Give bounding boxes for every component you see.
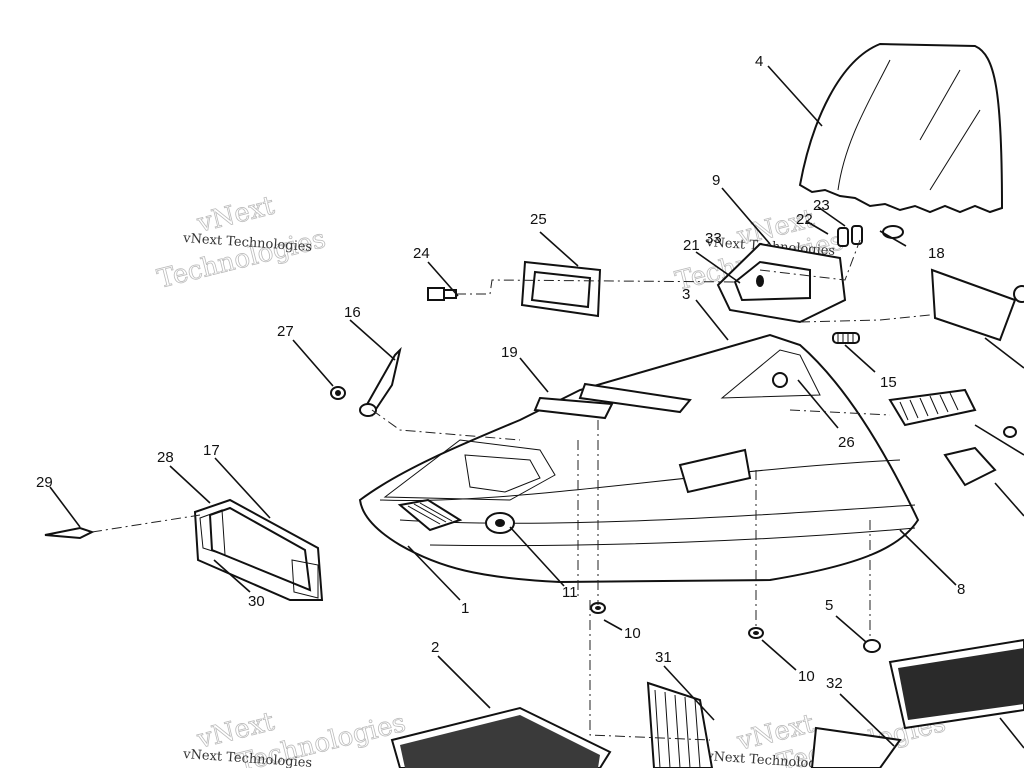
callout-18: 18 [928, 245, 945, 262]
gauge-bezel-part [520, 260, 602, 318]
callout-31: 31 [655, 649, 672, 666]
callout-labels: 1 2 3 4 5 8 9 10 10 11 15 16 17 18 19 21… [36, 53, 965, 692]
callout-33: 33 [705, 230, 722, 247]
callout-8: 8 [957, 581, 965, 598]
left-parts [44, 346, 402, 601]
callout-30: 30 [248, 593, 265, 610]
callout-10-right: 10 [798, 668, 815, 685]
grommet-parts [590, 602, 881, 653]
callout-27: 27 [277, 323, 294, 340]
callout-28: 28 [157, 449, 174, 466]
callout-21: 21 [683, 237, 700, 254]
callout-9: 9 [712, 172, 720, 189]
callout-32: 32 [826, 675, 843, 692]
watermark-top-left: vNext Technologies vNext Technologies [154, 190, 329, 295]
callout-4: 4 [755, 53, 763, 70]
callout-26: 26 [838, 434, 855, 451]
leader-lines [49, 65, 1024, 749]
callout-1: 1 [461, 600, 469, 617]
right-cover-part [888, 268, 1024, 487]
callout-10-left: 10 [624, 625, 641, 642]
bolt-part [427, 279, 741, 301]
callout-11: 11 [562, 584, 578, 601]
hood-body-part [358, 333, 920, 584]
callout-29: 29 [36, 474, 53, 491]
callout-25: 25 [530, 211, 547, 228]
callout-19: 19 [501, 344, 518, 361]
callout-5: 5 [825, 597, 833, 614]
callout-15: 15 [880, 374, 897, 391]
assembly-lines [371, 239, 931, 741]
callout-24: 24 [413, 245, 430, 262]
callout-2: 2 [431, 639, 439, 656]
foam-pads [390, 638, 1024, 768]
console-panel-part [716, 242, 847, 324]
windshield-part [798, 42, 1004, 214]
callout-17: 17 [203, 442, 220, 459]
callout-16: 16 [344, 304, 361, 321]
callout-3: 3 [682, 286, 690, 303]
callout-23: 23 [813, 197, 830, 214]
callout-22: 22 [796, 211, 813, 228]
watermark-bottom-left: vNext Technologies vNext Technologies [182, 706, 409, 768]
